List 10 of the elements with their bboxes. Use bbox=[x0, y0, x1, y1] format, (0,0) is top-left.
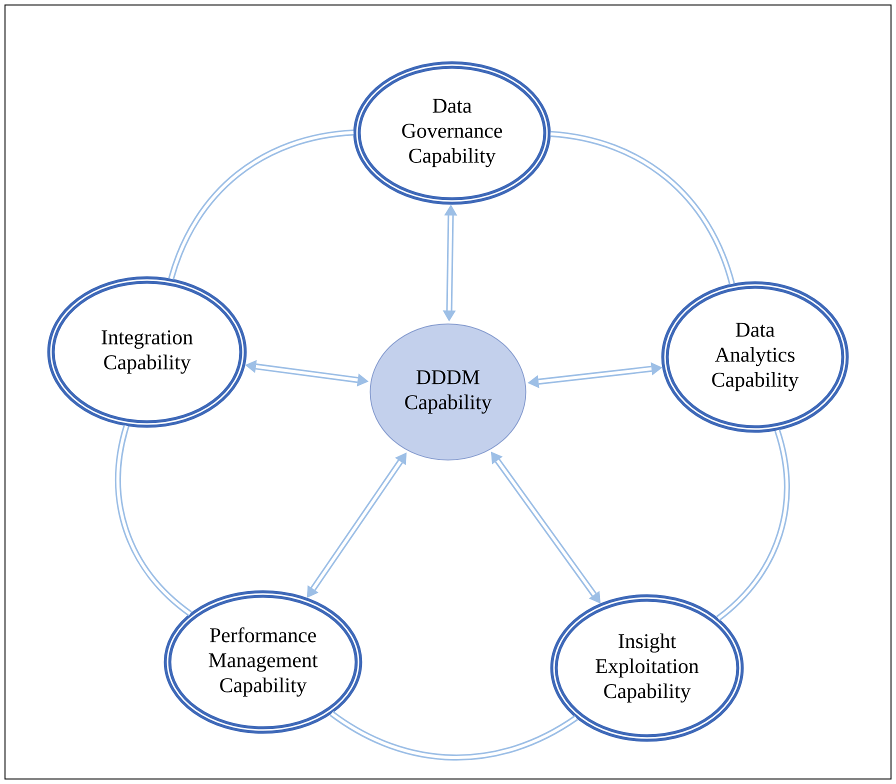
ring-segment bbox=[716, 429, 790, 621]
ring-segment bbox=[550, 130, 735, 285]
ring-segment bbox=[168, 129, 354, 280]
double-arrow bbox=[245, 360, 368, 386]
double-arrow bbox=[528, 362, 662, 388]
double-arrow bbox=[306, 452, 407, 598]
ring-segment bbox=[330, 710, 578, 761]
ring-segment bbox=[114, 425, 192, 616]
double-arrow bbox=[490, 452, 601, 604]
double-arrow bbox=[442, 204, 458, 322]
